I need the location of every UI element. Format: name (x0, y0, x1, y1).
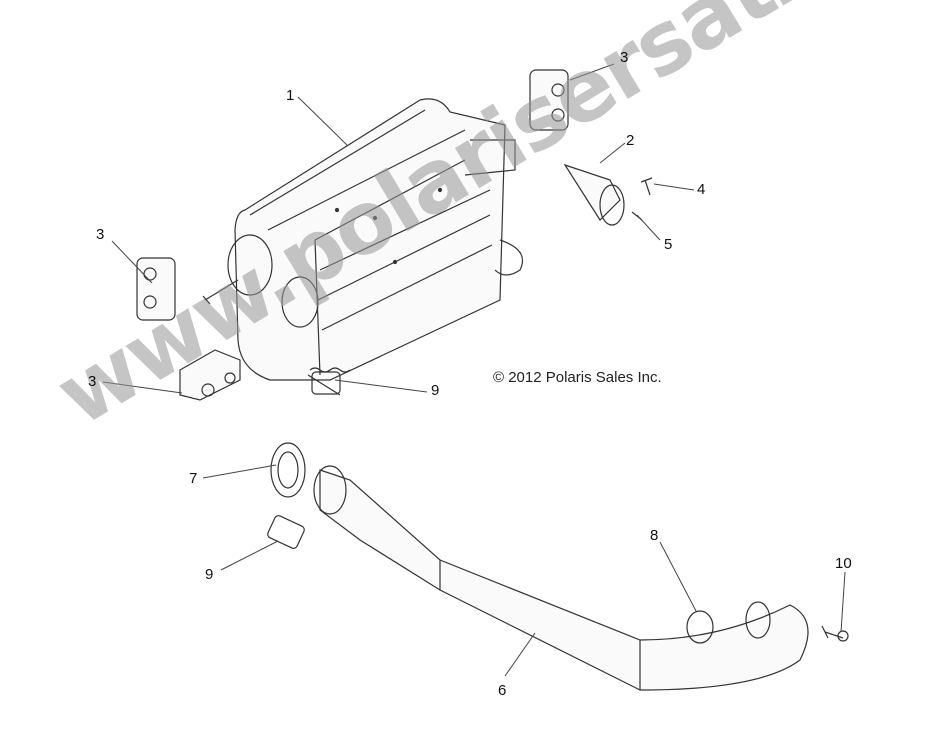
callout-9-lower: 9 (205, 566, 214, 583)
callout-5: 5 (664, 236, 673, 253)
leader-lines (102, 63, 846, 677)
isolator-top (529, 69, 569, 131)
spring-upper (307, 367, 351, 396)
muffler (202, 98, 524, 381)
seal-ring (686, 610, 714, 644)
isolator-left (136, 257, 176, 321)
callout-9-upper: 9 (431, 382, 440, 399)
callout-8: 8 (650, 527, 659, 544)
bolt (821, 625, 849, 642)
spark-arrestor (563, 163, 625, 226)
screw (640, 177, 653, 196)
gasket (270, 442, 306, 498)
callout-3-left: 3 (96, 226, 105, 243)
callout-7: 7 (189, 470, 198, 487)
callout-4: 4 (697, 181, 706, 198)
head-pipe (313, 465, 809, 691)
isolator-bottom (179, 349, 241, 401)
callout-2: 2 (626, 132, 635, 149)
callout-10: 10 (835, 555, 852, 572)
callout-1: 1 (286, 87, 295, 104)
callout-6: 6 (498, 682, 507, 699)
spring-lower (267, 515, 305, 549)
callout-3-bottom: 3 (88, 373, 97, 390)
copyright-notice: © 2012 Polaris Sales Inc. (493, 369, 662, 386)
callout-3-top: 3 (620, 49, 629, 66)
